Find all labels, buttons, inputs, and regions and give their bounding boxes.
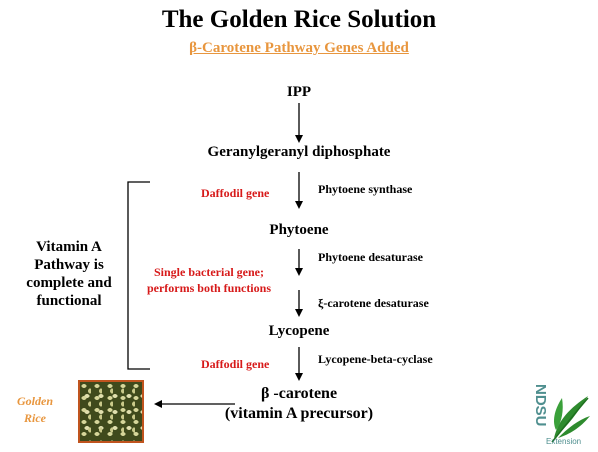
page-title: The Golden Rice Solution — [161, 6, 437, 33]
leaf-icon-3 — [558, 416, 590, 438]
leaf-stem — [551, 397, 589, 443]
node-ipp: IPP — [286, 84, 312, 100]
golden-rice-image — [78, 380, 144, 443]
beta-symbol: β — [260, 385, 270, 402]
node-ggpp: Geranylgeranyl diphosphate — [207, 144, 391, 160]
node-phytoene: Phytoene — [269, 222, 329, 238]
gene-source-bacterial: Single bacterial gene; performs both fun… — [146, 265, 271, 295]
beta-carotene-label: -carotene — [269, 385, 338, 402]
pathway-bracket — [127, 181, 150, 370]
enzyme-phytoene-synthase: Phytoene synthase — [318, 182, 413, 196]
vitamin-a-pathway-label: Vitamin A Pathway is complete and functi… — [26, 239, 112, 309]
page-subtitle: β-Carotene Pathway Genes Added — [189, 40, 409, 56]
enzyme-phytoene-desaturase: Phytoene desaturase — [318, 250, 423, 264]
golden-rice-label: Golden Rice — [17, 394, 53, 425]
node-beta-carotene-sub: (vitamin A precursor) — [224, 405, 374, 422]
node-lycopene: Lycopene — [268, 323, 330, 339]
ndsu-extension-logo: NDSU — [532, 384, 590, 443]
ndsu-extension-label: Extension — [546, 437, 582, 446]
ndsu-logo-text: NDSU — [532, 384, 549, 427]
node-beta-carotene: β -carotene — [261, 385, 337, 403]
leaf-icon-1 — [554, 396, 588, 438]
leaf-icon-2 — [554, 398, 563, 430]
enzyme-lycopene-beta-cyclase: Lycopene-beta-cyclase — [318, 352, 433, 366]
gene-source-daffodil-2: Daffodil gene — [201, 357, 270, 371]
enzyme-xi-carotene-desaturase: ξ-carotene desaturase — [318, 296, 429, 310]
gene-source-daffodil-1: Daffodil gene — [201, 186, 270, 200]
